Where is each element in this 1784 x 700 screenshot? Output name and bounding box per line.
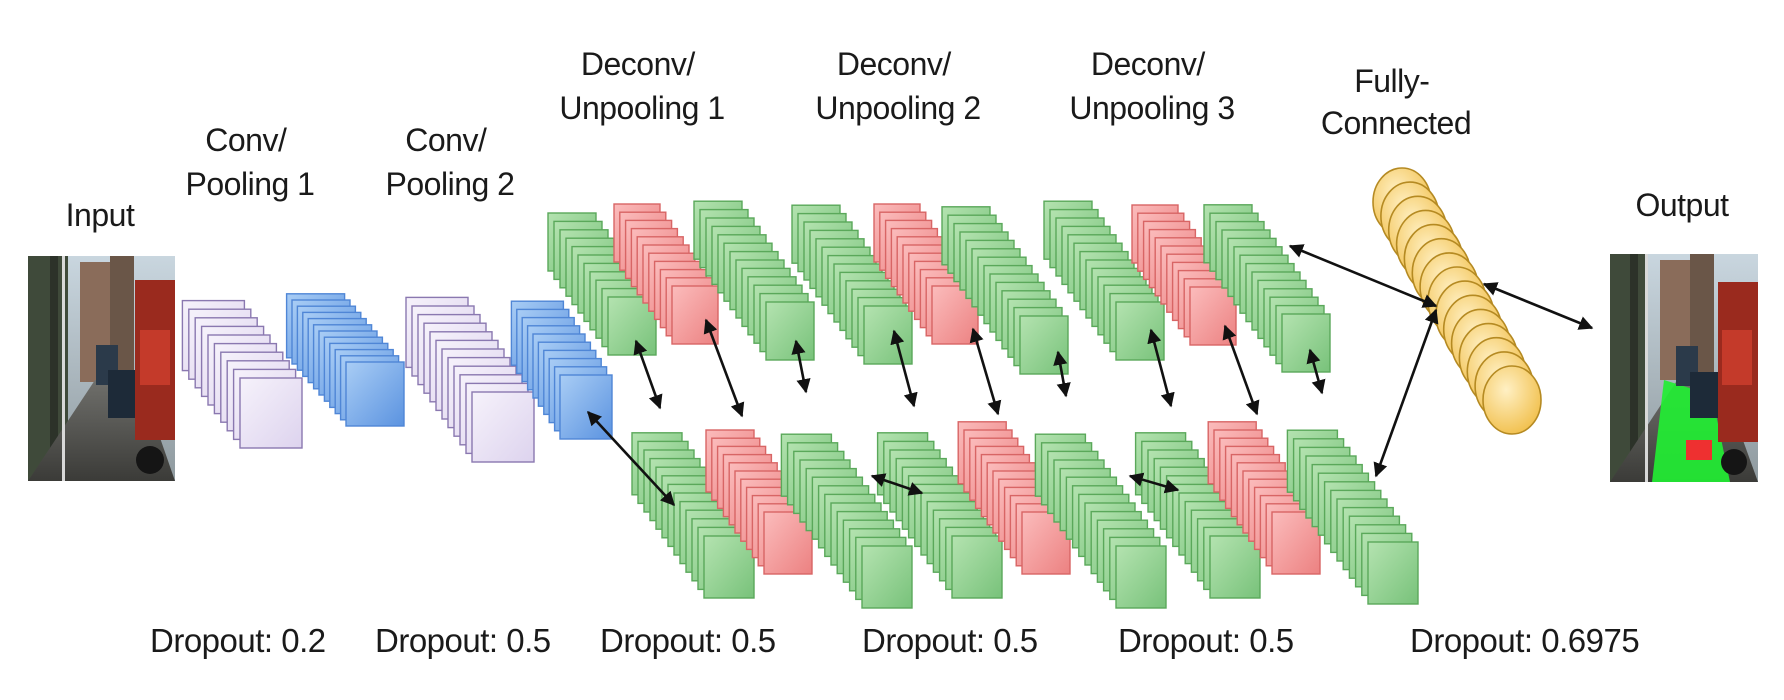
dropout-deconv-unpooling-3: Dropout: 0.5: [1118, 622, 1294, 659]
arrow: [1306, 348, 1326, 395]
input-image: [28, 256, 175, 481]
output-image: [1610, 254, 1758, 482]
deconv3-top-a-layer-stack: [1043, 200, 1165, 361]
arrow: [1128, 472, 1180, 494]
arrow: [1222, 324, 1260, 416]
fully-connected-layer: [1372, 167, 1542, 435]
conv-pooling-2-pool-layer-stack: [510, 300, 613, 440]
feature-map: [471, 391, 535, 463]
feature-map: [1209, 535, 1261, 599]
arrow: [1147, 328, 1175, 408]
deconv-unpooling-1-label: Deconv/ Unpooling 1: [559, 46, 724, 126]
conv-pooling-1-conv-layer-stack: [181, 299, 303, 449]
layer-labels: Input Conv/ Pooling 1 Conv/ Pooling 2 De…: [66, 46, 1730, 233]
feature-map: [951, 535, 1003, 599]
deconv-unpooling-2-label: Deconv/ Unpooling 2: [815, 46, 980, 126]
feature-map: [345, 361, 405, 427]
arrow: [1482, 282, 1594, 330]
conv-pooling-1-pool-layer-stack: [285, 293, 405, 427]
input-label: Input: [66, 197, 135, 233]
deconv3-bot-b-layer-stack: [1134, 432, 1261, 599]
conv-pooling-1-label: Conv/ Pooling 1: [186, 122, 315, 202]
conv-pooling-2-conv-layer-stack: [405, 296, 535, 463]
connection-arrows: [587, 244, 1594, 507]
arrow: [587, 410, 675, 507]
feature-map: [703, 535, 755, 599]
feature-map: [863, 305, 913, 365]
dropout-labels: Dropout: 0.2 Dropout: 0.5 Dropout: 0.5 D…: [150, 622, 1640, 659]
dropout-conv-pooling-1: Dropout: 0.2: [150, 622, 326, 659]
feature-map: [765, 301, 815, 361]
deconv2-top-a-layer-stack: [791, 204, 913, 365]
arrow: [1053, 350, 1071, 398]
arrow: [703, 318, 745, 418]
feature-map: [1367, 541, 1419, 605]
arrow: [969, 327, 1002, 416]
conv-pooling-2-label: Conv/ Pooling 2: [386, 122, 515, 202]
output-label: Output: [1635, 187, 1729, 223]
feature-map: [239, 377, 303, 449]
neuron: [1482, 365, 1542, 435]
deconv1-top-c-layer-stack: [693, 200, 815, 361]
deconv1-top-b-layer-stack: [613, 203, 719, 345]
feature-map: [861, 545, 913, 609]
arrow: [870, 473, 924, 496]
arrow: [1288, 244, 1438, 308]
dropout-conv-pooling-2: Dropout: 0.5: [375, 622, 551, 659]
dropout-deconv-unpooling-2: Dropout: 0.5: [862, 622, 1038, 659]
deconv2-bot-a-layer-stack: [780, 433, 913, 609]
deconv2-top-b-layer-stack: [873, 203, 979, 345]
fully-connected-label: Fully- Connected: [1321, 63, 1471, 141]
feature-map: [1115, 545, 1167, 609]
deconv3-top-c-layer-stack: [1203, 204, 1331, 373]
dropout-deconv-unpooling-1: Dropout: 0.5: [600, 622, 776, 659]
arrow: [791, 339, 811, 394]
deconv1-top-a-layer-stack: [547, 212, 657, 356]
deconv1-bot-b-layer-stack: [705, 429, 813, 575]
feature-map: [1281, 313, 1331, 373]
arrow: [1373, 308, 1439, 478]
arrow: [890, 329, 918, 408]
arrow: [633, 339, 663, 410]
deconv3-bot-d-layer-stack: [1286, 429, 1419, 605]
dropout-fully-connected: Dropout: 0.6975: [1410, 622, 1639, 659]
deconv3-bot-a-layer-stack: [1034, 433, 1167, 609]
deconv-unpooling-3-label: Deconv/ Unpooling 3: [1069, 46, 1234, 126]
